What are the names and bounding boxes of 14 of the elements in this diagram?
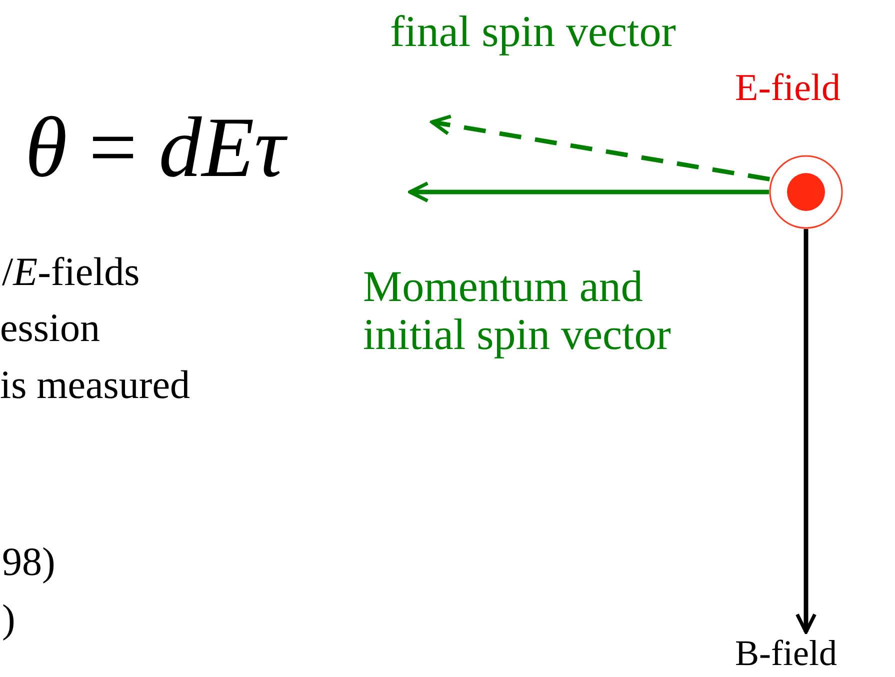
arrow xyxy=(408,181,769,203)
text-line: ession xyxy=(0,306,100,350)
edge-label: Momentum and initial spin vector xyxy=(363,263,672,360)
text-line: /E-fields xyxy=(2,250,140,294)
text-line: ) xyxy=(2,597,16,641)
edge-label: final spin vector xyxy=(390,8,677,56)
equation: θ = dEτ xyxy=(25,100,286,195)
arrow xyxy=(795,229,817,634)
text-line: 98) xyxy=(2,540,56,584)
text-line: is measured xyxy=(0,363,190,407)
field-label: E-field xyxy=(735,68,841,110)
field-label: B-field xyxy=(735,632,877,674)
field-point-symbol xyxy=(769,155,843,229)
arrow xyxy=(430,114,770,182)
